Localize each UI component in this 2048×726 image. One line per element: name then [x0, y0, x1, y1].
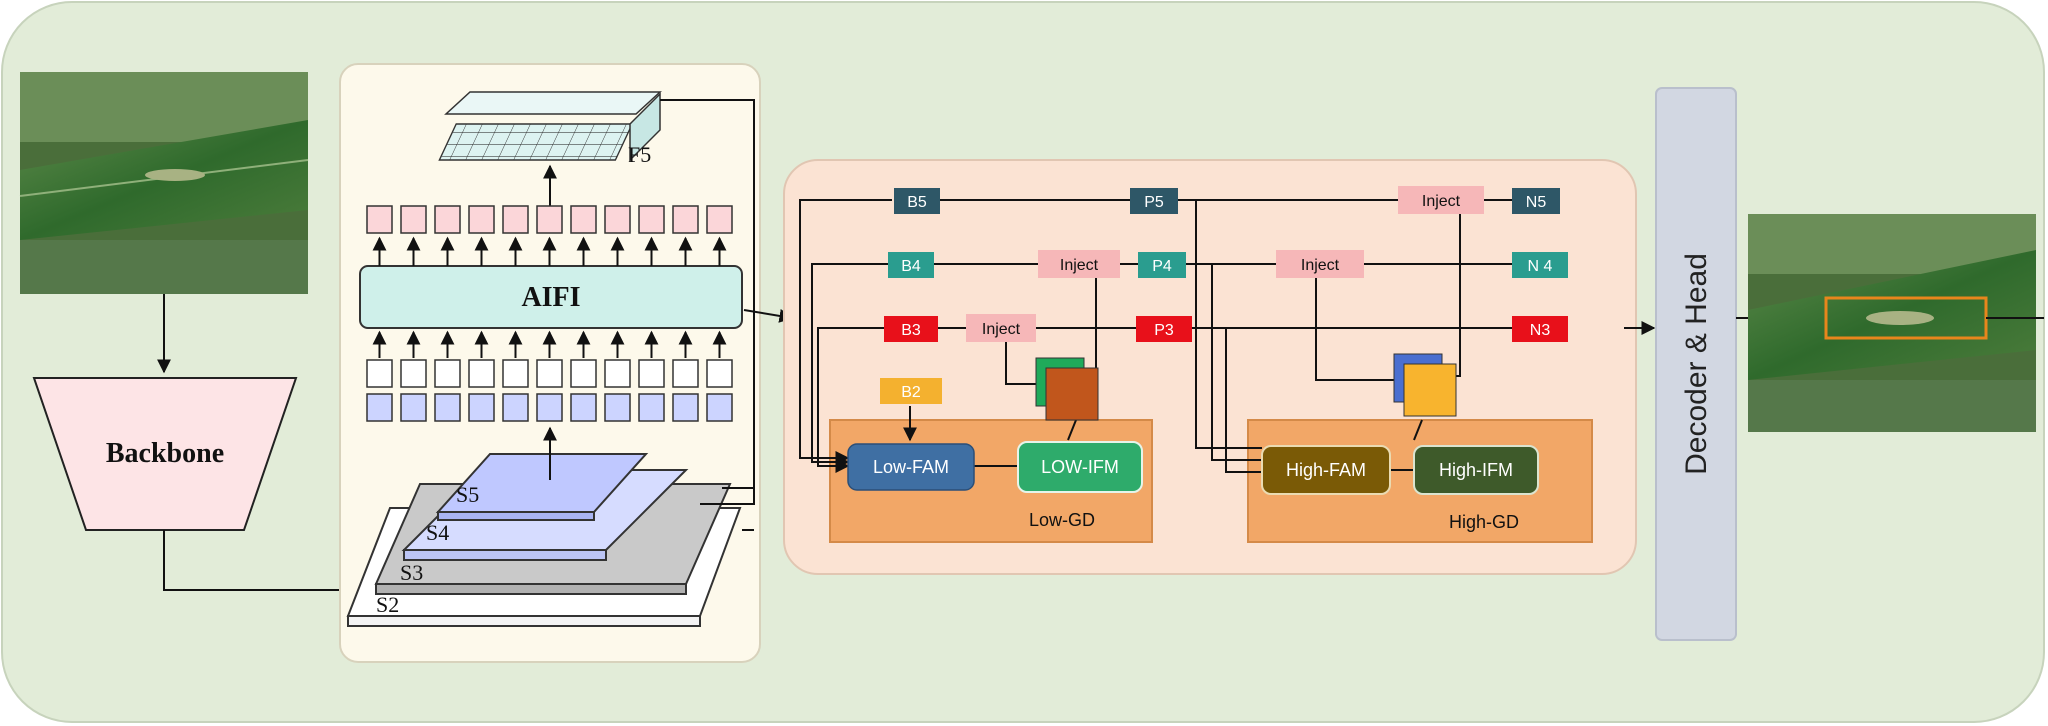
svg-text:B5: B5: [907, 194, 927, 211]
stage-label-s2: S2: [376, 592, 399, 617]
input-token: [434, 359, 461, 388]
node-b5: [894, 188, 940, 214]
input-token: [604, 359, 631, 388]
svg-text:B2: B2: [901, 384, 921, 401]
svg-text:P3: P3: [1154, 322, 1174, 339]
output-token: [400, 205, 427, 234]
decoder-head-block: Decoder & Head: [1655, 87, 1737, 641]
low-ifm-module: LOW-IFM: [1017, 441, 1143, 493]
input-token: [536, 359, 563, 388]
flat-token: [706, 393, 733, 422]
flat-token: [604, 393, 631, 422]
node-b3: [884, 316, 938, 342]
output-token: [638, 205, 665, 234]
flat-token: [366, 393, 393, 422]
input-token: [638, 359, 665, 388]
output-token: [672, 205, 699, 234]
svg-text:Inject: Inject: [1301, 257, 1340, 274]
flat-token: [672, 393, 699, 422]
input-token: [366, 359, 393, 388]
node-b2: [880, 378, 942, 404]
output-token: [434, 205, 461, 234]
input-token: [672, 359, 699, 388]
svg-text:High-IFM: High-IFM: [1439, 460, 1513, 480]
input-image: [19, 72, 309, 294]
aifi-label: AIFI: [521, 282, 580, 313]
node-p4: [1138, 252, 1186, 278]
aifi-block: AIFI: [359, 265, 743, 329]
f5-feature-grid: F5: [438, 91, 662, 167]
aifi-output-tokens: [366, 205, 733, 234]
input-token: [400, 359, 427, 388]
output-token: [536, 205, 563, 234]
node-n5: [1512, 188, 1560, 214]
svg-text:B4: B4: [901, 258, 921, 275]
neck-wiring: [799, 199, 1656, 473]
flat-token: [434, 393, 461, 422]
input-token: [502, 359, 529, 388]
output-token: [366, 205, 393, 234]
aifi-input-tokens: [366, 359, 733, 388]
backbone-block: Backbone: [32, 377, 298, 531]
stage-label-s5: S5: [456, 482, 479, 507]
flat-token: [502, 393, 529, 422]
larva-icon: [145, 169, 205, 181]
detected-larva-icon: [1866, 311, 1934, 325]
inject-p4: [1276, 250, 1364, 278]
output-token: [570, 205, 597, 234]
output-token: [468, 205, 495, 234]
flattened-tokens: [366, 393, 733, 422]
flat-token: [400, 393, 427, 422]
output-token: [604, 205, 631, 234]
svg-text:Inject: Inject: [1060, 257, 1099, 274]
flat-token: [468, 393, 495, 422]
flat-token: [638, 393, 665, 422]
node-p5: [1130, 188, 1178, 214]
node-b4: [888, 252, 934, 278]
input-token: [706, 359, 733, 388]
svg-text:Inject: Inject: [1422, 193, 1461, 210]
low-fam-module: Low-FAM: [847, 443, 975, 491]
decoder-head-label: Decoder & Head: [1680, 253, 1713, 475]
backbone-label: Backbone: [106, 438, 224, 469]
svg-text:P4: P4: [1152, 258, 1172, 275]
output-token: [706, 205, 733, 234]
high-feature-squares: [1393, 353, 1457, 417]
input-token: [570, 359, 597, 388]
svg-text:Inject: Inject: [982, 321, 1021, 338]
low-feature-squares: [1035, 357, 1099, 421]
inject-b3: [966, 314, 1036, 342]
input-token: [468, 359, 495, 388]
svg-text:High-FAM: High-FAM: [1286, 460, 1366, 480]
inject-b4: [1038, 250, 1120, 278]
arrow-backbone-to-encoder: [163, 530, 354, 597]
stage-stack: S2 S3 S4 S5: [346, 453, 742, 627]
node-p3: [1136, 316, 1192, 342]
high-fam-module: High-FAM: [1261, 445, 1391, 495]
output-token: [502, 205, 529, 234]
node-n3: [1512, 316, 1568, 342]
svg-text:Low-FAM: Low-FAM: [873, 457, 949, 477]
svg-text:LOW-IFM: LOW-IFM: [1041, 457, 1119, 477]
svg-text:B3: B3: [901, 322, 921, 339]
high-gd-label: High-GD: [1449, 512, 1519, 532]
token-arrows: [372, 236, 727, 358]
svg-text:N 4: N 4: [1528, 258, 1553, 275]
low-gd-label: Low-GD: [1029, 510, 1095, 530]
svg-text:P5: P5: [1144, 194, 1164, 211]
neck-nodes: B5 B4 B3 B2 P5 P4 P3 N5 N 4 N3 Inject In…: [880, 186, 1568, 404]
flat-token: [570, 393, 597, 422]
stage-label-s4: S4: [426, 520, 449, 545]
node-n4: [1512, 252, 1568, 278]
svg-text:N5: N5: [1526, 194, 1547, 211]
f5-label: F5: [628, 142, 651, 167]
inject-p5: [1398, 186, 1484, 214]
output-image: [1748, 214, 2044, 432]
svg-text:N3: N3: [1530, 322, 1551, 339]
high-ifm-module: High-IFM: [1413, 445, 1539, 495]
stage-label-s3: S3: [400, 560, 423, 585]
flat-token: [536, 393, 563, 422]
